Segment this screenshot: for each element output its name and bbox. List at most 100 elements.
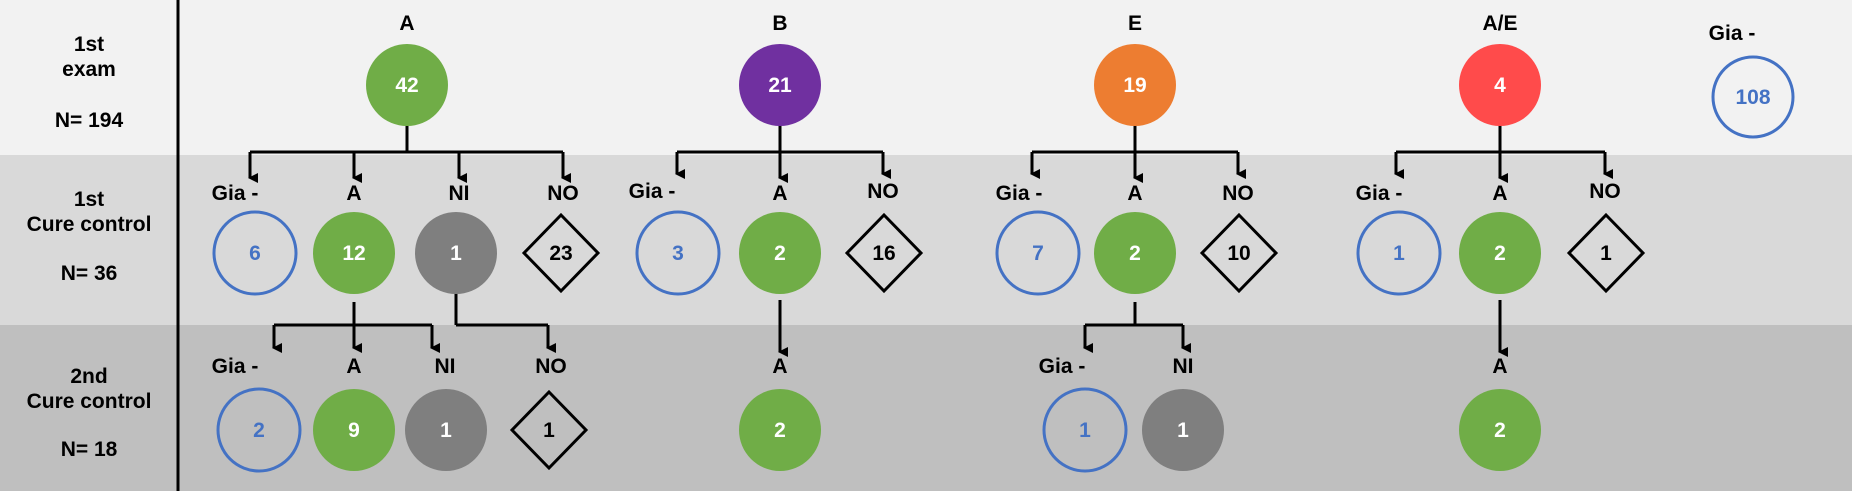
cure1-ae-a: A 2 [1459,182,1541,294]
node-label: NI [435,355,456,378]
cure1-b-a: A 2 [739,182,821,294]
node-circle-gray [405,389,487,471]
node-value: 108 [1735,86,1770,109]
row-header-count: N= 194 [55,109,124,132]
cure2-e-gia-negative: Gia - 1 [1039,355,1128,473]
row-band-1st-exam [0,0,1852,155]
node-label: Gia - [996,182,1043,205]
cure1-ae-gia-negative: Gia - 1 [1356,182,1442,296]
node-label: A [346,182,361,205]
node-circle-outline [1711,55,1795,139]
node-label: Gia - [1039,355,1086,378]
row-header-line2: exam [62,58,116,81]
cure1-a-no: NO 23 [521,182,601,294]
node-label: NO [547,182,579,205]
cure2-ni-no: NO 1 [509,355,589,471]
node-circle-green [313,212,395,294]
node-value: 2 [774,242,786,265]
cure2-a-ni: NI 1 [405,355,487,471]
node-circle-outline [1356,210,1442,296]
node-value: 23 [549,242,572,265]
node-top-a-e: A/E 4 [1459,12,1541,126]
node-label: B [772,12,787,35]
cure1-e-no: NO 10 [1199,182,1279,294]
node-value: 1 [450,242,462,265]
node-value: 4 [1494,74,1506,97]
cure1-b-gia-negative: Gia - 3 [629,180,721,296]
row-header-1st-exam: 1st exam N= 194 [55,33,124,132]
node-label: Gia - [1356,182,1403,205]
row-header-count: N= 18 [61,438,118,461]
cure1-ae-no: NO 1 [1566,180,1646,294]
node-value: 9 [348,419,360,442]
node-value: 3 [672,242,684,265]
row-header-count: N= 36 [61,262,118,285]
node-top-gia-negative: Gia - 108 [1709,22,1795,139]
node-diamond [1199,212,1279,294]
node-value: 2 [1494,419,1506,442]
node-circle-green [739,389,821,471]
node-top-e: E 19 [1094,12,1176,126]
node-circle-purple [739,44,821,126]
node-label: A [1127,182,1142,205]
node-label: A [399,12,414,35]
node-diamond [509,389,589,471]
node-label: A [1492,182,1507,205]
node-value: 2 [1494,242,1506,265]
node-value: 6 [249,242,261,265]
node-label: A [346,355,361,378]
cure1-a-ni: NI 1 [415,182,497,294]
node-circle-outline [635,210,721,296]
node-value: 1 [440,419,452,442]
node-diamond [844,212,924,294]
node-circle-outline [1042,387,1128,473]
node-label: Gia - [212,355,259,378]
node-label: NI [449,182,470,205]
node-circle-green [1459,389,1541,471]
node-label: A/E [1482,12,1517,35]
cure2-a-gia-negative: Gia - 2 [212,355,302,473]
row-header-line2: Cure control [27,213,152,236]
node-circle-green [1094,212,1176,294]
cure1-e-gia-negative: Gia - 7 [995,182,1081,296]
cure2-a-a: A 9 [313,355,395,471]
node-value: 42 [395,74,418,97]
node-circle-gray [1142,389,1224,471]
node-value: 21 [768,74,792,97]
node-label: Gia - [1709,22,1756,45]
node-top-a: A 42 [366,12,448,126]
node-label: A [772,182,787,205]
node-value: 2 [1129,242,1141,265]
node-circle-green [1459,212,1541,294]
node-label: NO [535,355,567,378]
node-circle-green [313,389,395,471]
cure1-e-a: A 2 [1094,182,1176,294]
node-circle-green [739,212,821,294]
node-label: A [1492,355,1507,378]
cure1-a-a: A 12 [313,182,395,294]
node-value: 1 [1079,419,1091,442]
node-label: Gia - [629,180,676,203]
node-circle-orange [1094,44,1176,126]
node-value: 1 [543,419,555,442]
row-header-2nd-cure-control: 2nd Cure control N= 18 [27,365,152,461]
row-header-line1: 1st [74,33,104,56]
row-band-2nd-cure-control [0,325,1852,491]
node-value: 12 [342,242,365,265]
cure1-a-gia-negative: Gia - 6 [212,182,298,296]
node-label: NO [1589,180,1621,203]
node-top-b: B 21 [739,12,821,126]
node-label: E [1128,12,1142,35]
node-value: 2 [774,419,786,442]
node-circle-green [366,44,448,126]
node-diamond [1566,212,1646,294]
node-value: 10 [1227,242,1250,265]
row-header-line2: Cure control [27,390,152,413]
node-circle-outline [212,210,298,296]
node-diamond [521,212,601,294]
cure2-b-a: A 2 [739,355,821,471]
row-header-line1: 1st [74,188,104,211]
cure2-ae-a: A 2 [1459,355,1541,471]
node-circle-red [1459,44,1541,126]
